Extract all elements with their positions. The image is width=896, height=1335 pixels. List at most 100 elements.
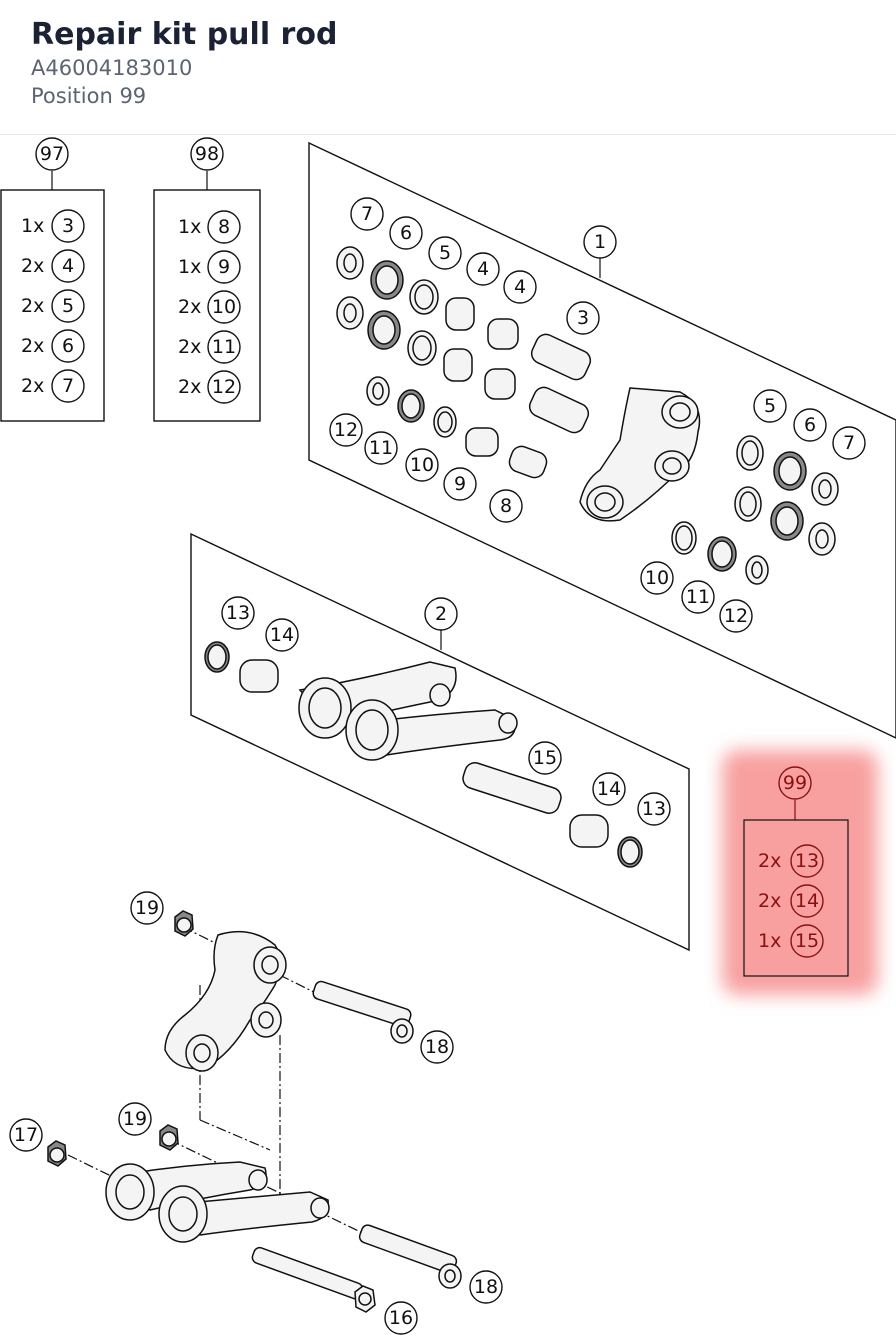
- kit-item-qty: 2x: [21, 375, 44, 397]
- kit-item-ref-bubble[interactable]: 11: [207, 330, 241, 364]
- kit-item-qty: 2x: [178, 376, 201, 398]
- svg-text:9: 9: [218, 256, 230, 278]
- svg-text:99: 99: [783, 772, 807, 794]
- kit-item-ref-bubble[interactable]: 6: [51, 329, 85, 363]
- kit-item-ref-bubble[interactable]: 10: [207, 290, 241, 324]
- callout-4-bubble[interactable]: 4: [466, 252, 500, 286]
- svg-text:13: 13: [795, 850, 819, 872]
- svg-text:12: 12: [334, 419, 358, 441]
- svg-text:9: 9: [454, 473, 466, 495]
- kit-item-ref-bubble[interactable]: 15: [790, 924, 824, 958]
- kit-item-ref-bubble[interactable]: 9: [207, 250, 241, 284]
- callout-3-bubble[interactable]: 3: [566, 301, 600, 335]
- svg-text:5: 5: [439, 242, 451, 264]
- kit-item-qty: 1x: [178, 256, 201, 278]
- assembly-parts: [47, 910, 462, 1313]
- kit-2-parts: [204, 641, 643, 868]
- callout-2-bubble[interactable]: 2: [424, 597, 458, 631]
- callout-12-bubble[interactable]: 12: [719, 599, 753, 633]
- callout-1-bubble[interactable]: 1: [583, 225, 617, 259]
- callout-19-bubble[interactable]: 19: [130, 891, 164, 925]
- callout-15-bubble[interactable]: 15: [528, 741, 562, 775]
- callout-19-bubble[interactable]: 19: [118, 1102, 152, 1136]
- kit-item-ref-bubble[interactable]: 14: [790, 884, 824, 918]
- kit-item-qty: 2x: [21, 255, 44, 277]
- header: Repair kit pull rod A46004183010 Positio…: [0, 0, 896, 135]
- kit-item-ref-bubble[interactable]: 8: [207, 210, 241, 244]
- kit-item-ref-bubble[interactable]: 7: [51, 369, 85, 403]
- callout-10-bubble[interactable]: 10: [640, 561, 674, 595]
- callout-18-bubble[interactable]: 18: [420, 1030, 454, 1064]
- svg-text:2: 2: [435, 603, 447, 625]
- svg-text:1: 1: [594, 231, 606, 253]
- callout-5-bubble[interactable]: 5: [753, 389, 787, 423]
- svg-text:10: 10: [212, 296, 236, 318]
- kit-98[interactable]: 98 1x 8 1x 9 2x 10 2x 11 2x 12: [153, 137, 261, 422]
- svg-text:10: 10: [645, 567, 669, 589]
- kit-97-bubble[interactable]: 97: [35, 137, 69, 171]
- callout-9-bubble[interactable]: 9: [443, 467, 477, 501]
- svg-text:19: 19: [135, 897, 159, 919]
- kit-item-ref-bubble[interactable]: 13: [790, 844, 824, 878]
- svg-text:15: 15: [533, 747, 557, 769]
- kit-item-ref-bubble[interactable]: 12: [207, 370, 241, 404]
- kit-1-parts: [336, 246, 839, 585]
- callout-8-bubble[interactable]: 8: [489, 489, 523, 523]
- kit-item-qty: 2x: [21, 335, 44, 357]
- callout-7-bubble[interactable]: 7: [350, 197, 384, 231]
- callout-6-bubble[interactable]: 6: [389, 216, 423, 250]
- svg-text:98: 98: [195, 143, 219, 165]
- svg-text:13: 13: [226, 602, 250, 624]
- svg-text:7: 7: [361, 203, 373, 225]
- svg-text:18: 18: [425, 1036, 449, 1058]
- svg-text:11: 11: [686, 586, 710, 608]
- callout-16-bubble[interactable]: 16: [384, 1301, 418, 1335]
- kit-item-qty: 2x: [758, 890, 781, 912]
- kit-99[interactable]: 99 2x 13 2x 14 1x 15: [743, 766, 849, 977]
- callout-10-bubble[interactable]: 10: [405, 448, 439, 482]
- svg-text:3: 3: [577, 307, 589, 329]
- callout-14-bubble[interactable]: 14: [265, 618, 299, 652]
- callout-5-bubble[interactable]: 5: [428, 236, 462, 270]
- svg-text:14: 14: [270, 624, 294, 646]
- kit-item-qty: 2x: [758, 850, 781, 872]
- svg-text:6: 6: [400, 222, 412, 244]
- svg-text:14: 14: [597, 778, 621, 800]
- svg-text:16: 16: [389, 1307, 413, 1329]
- kit-item-qty: 2x: [178, 296, 201, 318]
- kit-item-ref-bubble[interactable]: 5: [51, 289, 85, 323]
- kit-1-panel: [308, 141, 896, 739]
- kit-98-bubble[interactable]: 98: [190, 137, 224, 171]
- svg-text:15: 15: [795, 930, 819, 952]
- callout-13-bubble[interactable]: 13: [221, 596, 255, 630]
- svg-text:7: 7: [62, 375, 74, 397]
- kit-item-ref-bubble[interactable]: 4: [51, 249, 85, 283]
- callout-17-bubble[interactable]: 17: [9, 1118, 43, 1152]
- svg-text:17: 17: [14, 1124, 38, 1146]
- callout-14-bubble[interactable]: 14: [592, 772, 626, 806]
- kit-99-highlight: [722, 750, 878, 995]
- callout-6-bubble[interactable]: 6: [793, 408, 827, 442]
- svg-text:19: 19: [123, 1108, 147, 1130]
- kit-99-bubble[interactable]: 99: [778, 766, 812, 800]
- svg-text:4: 4: [477, 258, 489, 280]
- callout-7-bubble[interactable]: 7: [832, 426, 866, 460]
- callout-13-bubble[interactable]: 13: [637, 792, 671, 826]
- position-label: Position 99: [31, 84, 147, 108]
- callout-11-bubble[interactable]: 11: [681, 580, 715, 614]
- svg-text:97: 97: [40, 143, 64, 165]
- kit-item-ref-bubble[interactable]: 3: [51, 209, 85, 243]
- svg-text:8: 8: [218, 216, 230, 238]
- kit-item-qty: 1x: [758, 930, 781, 952]
- kit-item-qty: 1x: [178, 216, 201, 238]
- svg-text:4: 4: [514, 276, 526, 298]
- part-number: A46004183010: [31, 56, 193, 80]
- svg-text:12: 12: [212, 376, 236, 398]
- callout-18-bubble[interactable]: 18: [469, 1270, 503, 1304]
- svg-text:8: 8: [500, 495, 512, 517]
- callout-12-bubble[interactable]: 12: [329, 413, 363, 447]
- kit-item-qty: 2x: [178, 336, 201, 358]
- callout-4-bubble[interactable]: 4: [503, 270, 537, 304]
- callout-11-bubble[interactable]: 11: [364, 431, 398, 465]
